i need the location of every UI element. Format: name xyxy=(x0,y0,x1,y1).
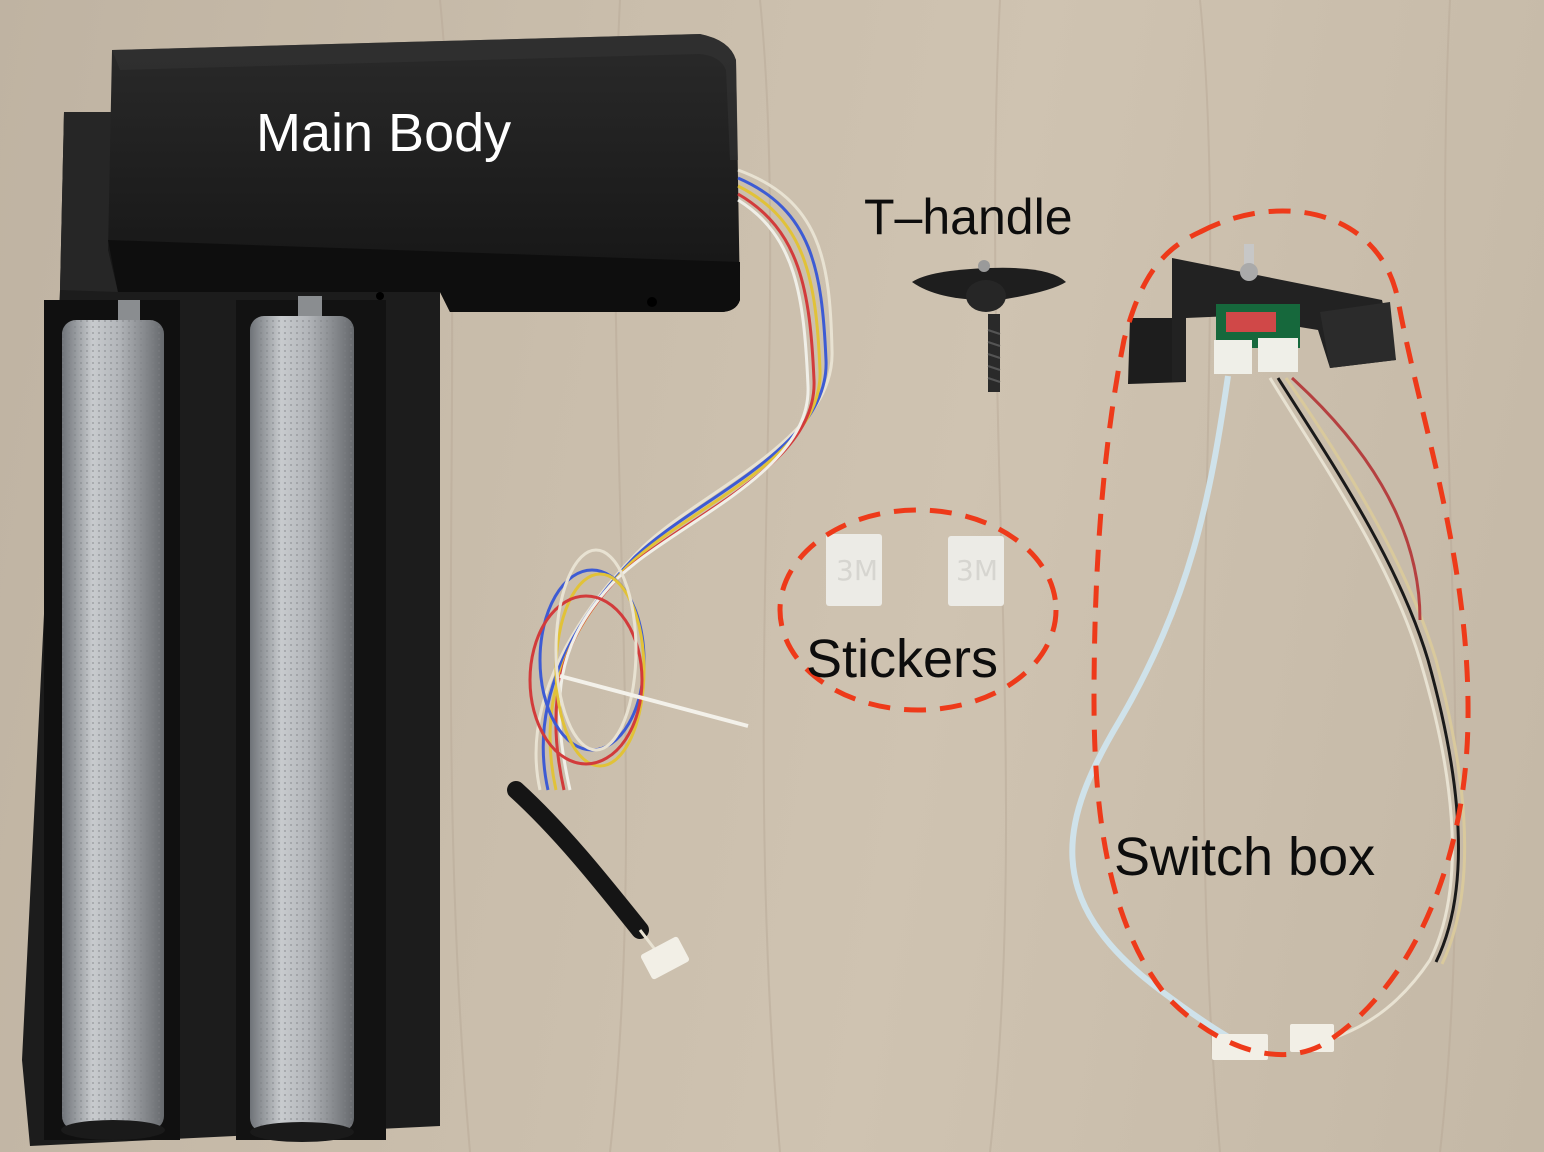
stickers-highlight-ellipse xyxy=(777,507,1059,713)
roller-left xyxy=(61,300,165,1140)
sticker-right: 3M xyxy=(948,536,1004,606)
switch-box xyxy=(1128,244,1396,384)
t-handle-label: T–handle xyxy=(864,189,1073,245)
t-handle xyxy=(912,260,1066,392)
svg-text:3M: 3M xyxy=(836,554,878,587)
switch-box-cable xyxy=(1069,375,1467,1051)
cable-connector xyxy=(640,936,690,980)
svg-text:3M: 3M xyxy=(956,554,998,587)
stickers-label: Stickers xyxy=(806,629,999,689)
switch-box-highlight-outline xyxy=(1091,208,1471,1057)
roller-right xyxy=(250,296,354,1142)
main-body-cable xyxy=(507,168,834,957)
main-body-label: Main Body xyxy=(256,103,512,163)
switch-box-label: Switch box xyxy=(1114,827,1376,887)
sticker-left: 3M xyxy=(826,534,882,606)
